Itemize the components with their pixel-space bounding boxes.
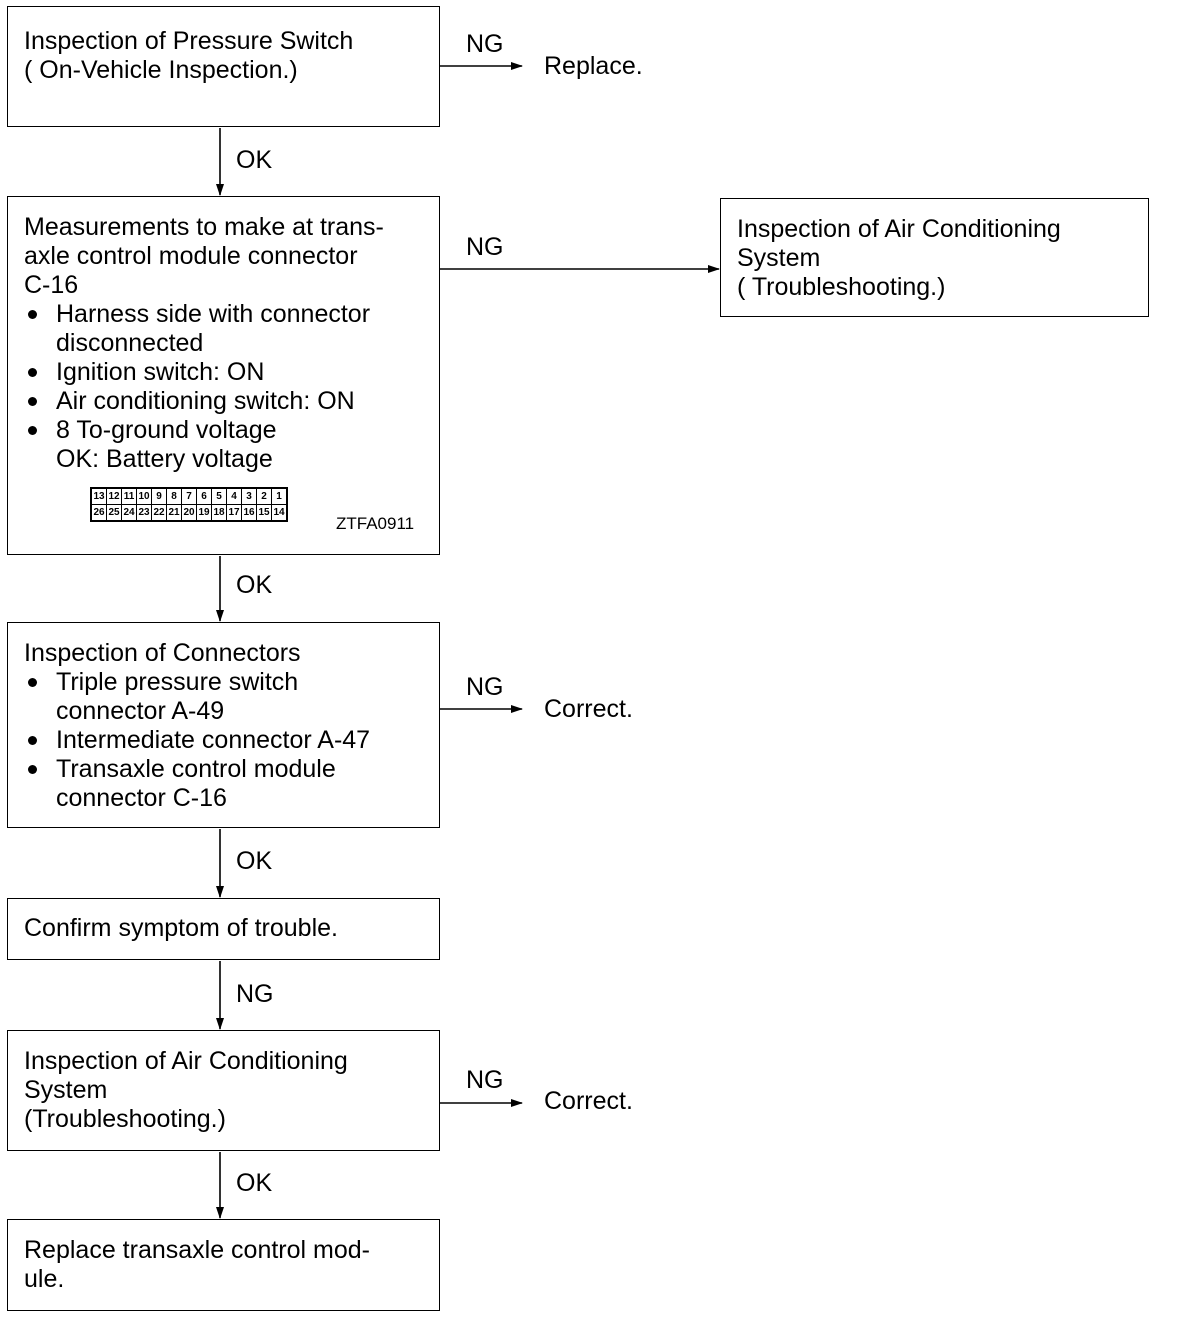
pin: 11: [121, 487, 137, 505]
step-text: ule.: [24, 1265, 65, 1293]
pin: 23: [136, 504, 152, 522]
label-ng: NG: [466, 1066, 504, 1094]
bullet-item: Ignition switch: ON: [24, 358, 439, 387]
pin: 21: [166, 504, 182, 522]
pin: 13: [90, 487, 107, 505]
pin: 20: [181, 504, 197, 522]
step-text: Measurements to make at trans-: [24, 213, 384, 241]
outcome-correct: Correct.: [544, 695, 633, 723]
connector-code: ZTFA0911: [336, 514, 415, 533]
step-confirm-symptom: Confirm symptom of trouble.: [7, 898, 440, 960]
pin: 18: [211, 504, 227, 522]
pin: 5: [211, 487, 227, 505]
pin: 22: [151, 504, 167, 522]
bullet-item: Triple pressure switch: [24, 668, 439, 697]
pin: 16: [241, 504, 257, 522]
bullet-item: Harness side with connector: [24, 300, 439, 329]
pin: 25: [106, 504, 122, 522]
label-ok: OK: [236, 146, 273, 174]
pin: 10: [136, 487, 152, 505]
label-ng: NG: [466, 30, 504, 58]
label-ng: NG: [236, 980, 274, 1008]
label-ok: OK: [236, 847, 273, 875]
step-measurements-connector-c16: Measurements to make at trans- axle cont…: [7, 196, 440, 555]
pin: 14: [271, 504, 288, 522]
step-inspection-air-conditioning-right: Inspection of Air Conditioning System ( …: [720, 198, 1149, 317]
label-ng: NG: [466, 673, 504, 701]
bullet-continuation: disconnected: [56, 329, 204, 357]
pin: 15: [256, 504, 272, 522]
step-text: ( On-Vehicle Inspection.): [24, 56, 298, 84]
label-ng: NG: [466, 233, 504, 261]
bullet-continuation: connector C-16: [56, 784, 227, 812]
step-text: Inspection of Air Conditioning: [24, 1047, 348, 1075]
step-text: ( Troubleshooting.): [737, 273, 946, 301]
pin: 4: [226, 487, 242, 505]
connector-top-row: 13 12 11 10 9 8 7 6 5 4 3 2 1: [90, 487, 288, 505]
step-inspection-pressure-switch: Inspection of Pressure Switch ( On-Vehic…: [7, 6, 440, 127]
pin: 6: [196, 487, 212, 505]
bullet-item: Air conditioning switch: ON: [24, 387, 439, 416]
step-inspection-connectors: Inspection of Connectors Triple pressure…: [7, 622, 440, 828]
pin: 17: [226, 504, 242, 522]
pin: 3: [241, 487, 257, 505]
pin: 19: [196, 504, 212, 522]
step-text: System: [24, 1076, 108, 1104]
pin: 7: [181, 487, 197, 505]
outcome-correct: Correct.: [544, 1087, 633, 1115]
step-text: Inspection of Connectors: [24, 639, 301, 667]
pin: 9: [151, 487, 167, 505]
pin: 12: [106, 487, 122, 505]
bullet-continuation: connector A-49: [56, 697, 225, 725]
step-text: Replace transaxle control mod-: [24, 1236, 370, 1264]
step-text: Inspection of Air Conditioning: [737, 215, 1061, 243]
step-text: (Troubleshooting.): [24, 1105, 226, 1133]
bullet-item: Transaxle control module: [24, 755, 439, 784]
pin: 8: [166, 487, 182, 505]
pin: 1: [271, 487, 288, 505]
outcome-replace: Replace.: [544, 52, 643, 80]
connector-c16-diagram: 13 12 11 10 9 8 7 6 5 4 3 2 1 26 25 24 2…: [90, 487, 288, 522]
step-text: axle control module connector: [24, 242, 358, 270]
step-text: Confirm symptom of trouble.: [24, 914, 338, 942]
label-ok: OK: [236, 1169, 273, 1197]
step-replace-module: Replace transaxle control mod- ule.: [7, 1219, 440, 1311]
bullet-continuation: OK: Battery voltage: [56, 445, 273, 473]
pin: 2: [256, 487, 272, 505]
label-ok: OK: [236, 571, 273, 599]
bullet-item: Intermediate connector A-47: [24, 726, 439, 755]
pin: 26: [90, 504, 107, 522]
step-text: System: [737, 244, 821, 272]
bullet-item: 8 To-ground voltage: [24, 416, 439, 445]
step-text: Inspection of Pressure Switch: [24, 27, 354, 55]
pin: 24: [121, 504, 137, 522]
connector-bottom-row: 26 25 24 23 22 21 20 19 18 17 16 15 14: [90, 504, 288, 522]
step-text: C-16: [24, 271, 79, 299]
step-inspection-air-conditioning: Inspection of Air Conditioning System (T…: [7, 1030, 440, 1151]
